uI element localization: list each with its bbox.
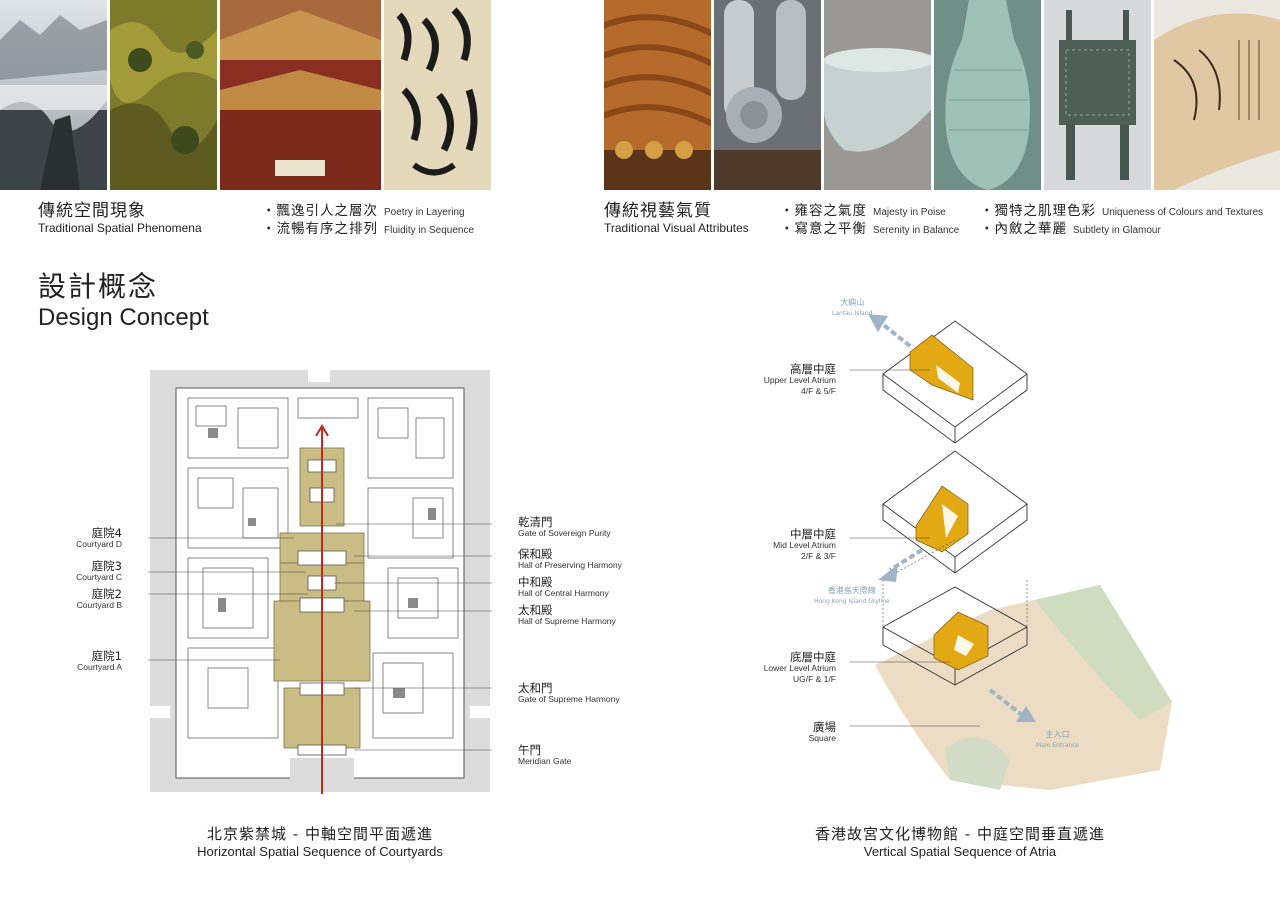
label-hall-preserving-harmony: 保和殿 Hall of Preserving Harmony: [518, 547, 622, 570]
label-hall-supreme-harmony: 太和殿 Hall of Supreme Harmony: [518, 603, 616, 626]
photo-misty-mountains: [0, 0, 107, 190]
label-square: 廣場 Square: [808, 720, 836, 743]
label-courtyard-c: 庭院3 Courtyard C: [76, 559, 122, 582]
left-header-title-en: Traditional Spatial Phenomena: [38, 221, 202, 235]
photo-roof-tile-ends: [714, 0, 821, 190]
section-title-cn: 設計概念: [38, 270, 159, 303]
right-header-title-en: Traditional Visual Attributes: [604, 221, 749, 235]
label-view-hk-skyline: 香港島天際線 Hong Kong Island Skyline: [814, 586, 890, 605]
right-header: 傳統視藝氣質 Traditional Visual Attributes: [604, 196, 749, 235]
label-view-main-entrance: 主入口 Main Entrance: [1036, 730, 1080, 749]
photo-bronze-ding: [1044, 0, 1151, 190]
label-courtyard-a: 庭院1 Courtyard A: [77, 649, 122, 672]
label-gate-sovereign-purity: 乾清門 Gate of Sovereign Purity: [518, 515, 611, 538]
right-header-title-cn: 傳統視藝氣質: [604, 201, 712, 221]
label-meridian-gate: 午門 Meridian Gate: [518, 743, 572, 766]
plan-caption: 北京紫禁城 - 中軸空間平面遞進 Horizontal Spatial Sequ…: [197, 825, 443, 859]
label-view-lantau: 大嶼山 Lantau Island: [832, 298, 873, 317]
photo-palace-roofs: [220, 0, 381, 190]
photo-glazed-tiles: [604, 0, 711, 190]
label-courtyard-d: 庭院4 Courtyard D: [76, 526, 122, 549]
atria-diagram: [850, 314, 1172, 790]
label-hall-central-harmony: 中和殿 Hall of Central Harmony: [518, 575, 609, 598]
label-lower-atrium: 底層中庭 Lower Level Atrium UG/F & 1/F: [763, 650, 836, 684]
left-header: 傳統空間現象 Traditional Spatial Phenomena: [38, 196, 202, 235]
photo-celadon-vase: [934, 0, 1041, 190]
photo-celadon-bowl: [824, 0, 931, 190]
photo-landscape-painting: [110, 0, 217, 190]
label-mid-atrium: 中層中庭 Mid Level Atrium 2/F & 3/F: [773, 527, 836, 561]
label-gate-supreme-harmony: 太和門 Gate of Supreme Harmony: [518, 681, 620, 704]
label-courtyard-b: 庭院2 Courtyard B: [76, 587, 122, 610]
photo-fan-painting: [1154, 0, 1280, 190]
left-header-title-cn: 傳統空間現象: [38, 201, 146, 221]
photo-calligraphy: [384, 0, 491, 190]
section-title: 設計概念 Design Concept: [38, 270, 209, 332]
section-title-en: Design Concept: [38, 304, 209, 331]
forbidden-city-plan: [148, 370, 492, 794]
atria-caption: 香港故宮文化博物館 - 中庭空間垂直遞進 Vertical Spatial Se…: [815, 825, 1105, 859]
label-upper-atrium: 高層中庭 Upper Level Atrium 4/F & 5/F: [763, 362, 836, 396]
